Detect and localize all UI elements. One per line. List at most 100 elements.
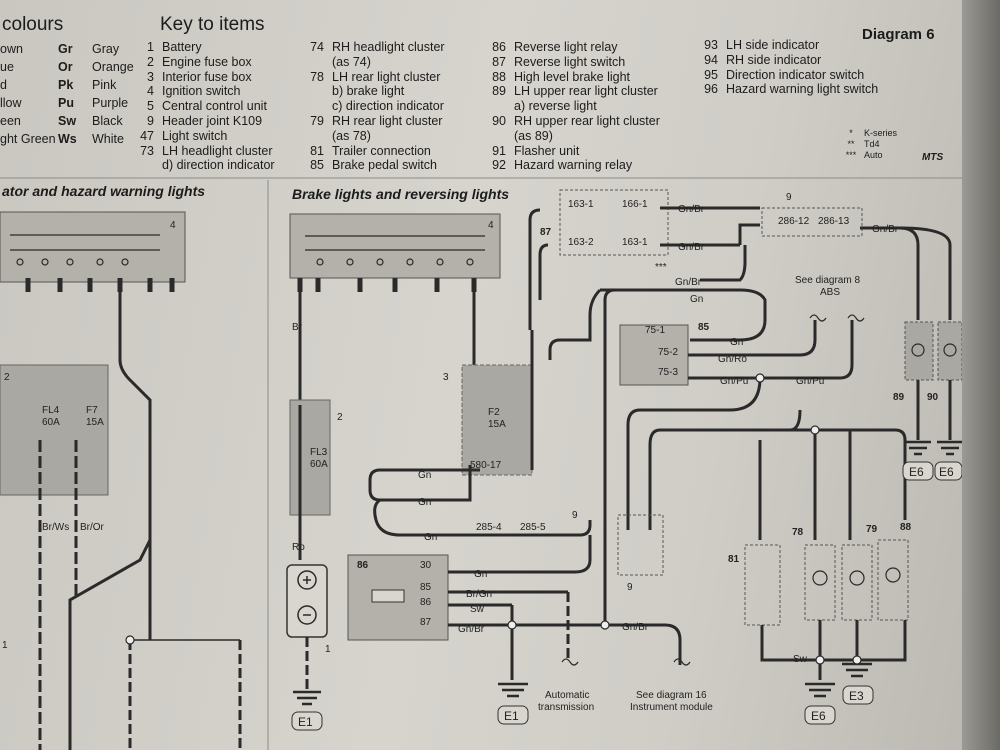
wire-colour: Gn/Br [675, 277, 702, 288]
earth-symbols [293, 440, 962, 706]
lh-upper-rear-light-box [904, 321, 934, 381]
lh-rear-light-box [804, 544, 836, 621]
colour-name: Gray [92, 42, 120, 56]
colour-code: Ws [58, 132, 77, 146]
fuse-label: FL4 [42, 405, 60, 416]
wire-colour: Gn/Pu [796, 376, 824, 387]
earth-tag [842, 685, 874, 705]
item-label: 86 [357, 560, 369, 571]
pin-label: 166-1 [622, 199, 648, 210]
item-label: 3 [443, 372, 449, 383]
wire-colour: Gn/Ro [718, 354, 747, 365]
colour-code: Or [58, 60, 73, 74]
earth-label: E1 [504, 709, 519, 723]
legend-item: ***Auto [845, 150, 883, 160]
earth-tag [497, 705, 529, 725]
pin-label: 86 [420, 597, 432, 608]
legend: *K-series **Td4 ***Auto [838, 128, 897, 161]
wire-colour: Br/Ws [42, 522, 69, 533]
item-label: 1 [325, 644, 331, 655]
note-auto: Automatic [545, 690, 589, 701]
ignition-switch-box [0, 211, 186, 283]
wire-colour: Gn/Br [458, 624, 485, 635]
item-label: 9 [572, 510, 578, 521]
rh-upper-rear-light-box [937, 321, 962, 381]
connector-symbol [561, 658, 579, 666]
connector-symbol [847, 314, 865, 322]
pin-label: 87 [420, 617, 432, 628]
colour-code: Sw [58, 114, 77, 128]
item-label: 2 [4, 372, 10, 383]
wire [755, 428, 907, 520]
colour-item: ue [0, 60, 14, 74]
wire [648, 409, 802, 530]
colour-item: d [0, 78, 7, 92]
wire [528, 208, 541, 300]
pin-label: 163-2 [568, 237, 594, 248]
key-item: a) reverse light [514, 99, 597, 114]
schematic: 4 4 2 3 87 85 86 1 9 9 9 81 78 79 88 89 … [0, 177, 962, 750]
wire-colour: Gn [690, 294, 703, 305]
item-label: 88 [900, 522, 912, 533]
left-section-title: ator and hazard warning lights [2, 183, 206, 199]
key-item: (as 74) [332, 54, 371, 69]
earth-tag [902, 461, 934, 481]
wire [899, 226, 952, 320]
wire-colour: Gn/Br [622, 622, 649, 633]
colour-name: Black [92, 114, 123, 128]
engine-fuse-box-left [0, 364, 109, 496]
earth-label: E3 [849, 689, 864, 703]
wire [373, 498, 592, 537]
wire-colour: Gn [474, 569, 487, 580]
connector-symbol [809, 314, 827, 322]
colour-item: ght Green [0, 132, 56, 146]
reverse-light-switch-box [559, 189, 669, 256]
colour-name: Purple [92, 96, 129, 110]
pin-label: 75-3 [658, 367, 678, 378]
switch-contacts [10, 234, 160, 266]
trailer-connection-box [744, 544, 781, 626]
note-auto: transmission [538, 702, 594, 713]
lamp [812, 570, 828, 586]
engine-fuse-box [289, 399, 331, 516]
diagram-title: Diagram 6 [862, 26, 935, 43]
relay-coil [371, 589, 405, 603]
item-label: 90 [927, 392, 939, 403]
wire [538, 243, 549, 300]
pin-label: 285-4 [476, 522, 502, 533]
rh-rear-light-box [841, 544, 873, 621]
wire-colour: Ro [292, 542, 305, 553]
colour-name: Orange [92, 60, 134, 74]
key-item: d) direction indicator [162, 158, 275, 173]
legend-item: *K-series [849, 128, 898, 138]
fuse-rating: 60A [42, 417, 60, 428]
key-item: (as 78) [332, 128, 371, 143]
note-instrument: Instrument module [630, 702, 713, 713]
wire [118, 359, 152, 640]
fuse-label: F7 [86, 405, 98, 416]
ignition-switch-box-right [289, 213, 501, 279]
fuse-rating: 60A [310, 459, 328, 470]
key-item: (as 89) [514, 128, 553, 143]
wire-colour: Br [292, 322, 303, 333]
pin-label: 30 [420, 560, 432, 571]
pin-label: 285-5 [520, 522, 546, 533]
wire [626, 377, 762, 530]
wire [368, 465, 480, 502]
item-label: 1 [2, 640, 8, 651]
colour-code: Pu [58, 96, 74, 110]
